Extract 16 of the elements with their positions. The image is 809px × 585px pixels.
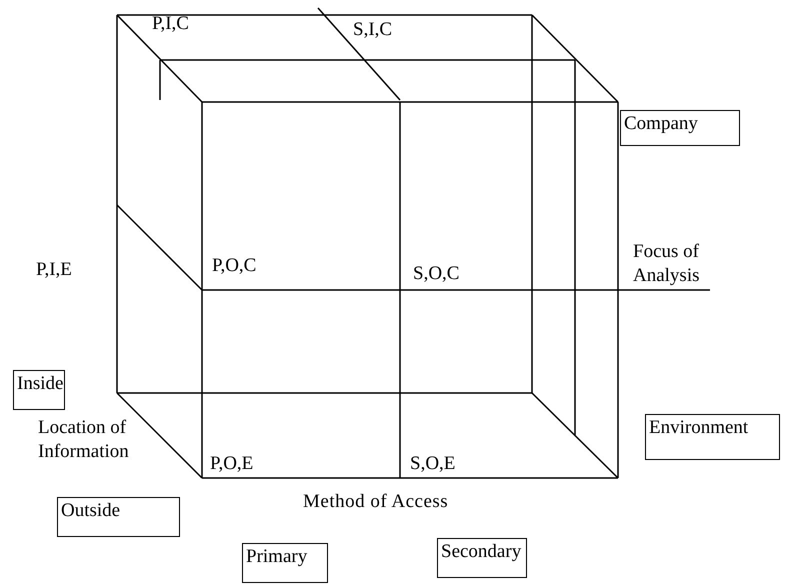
category-label: Inside [17,373,64,394]
axis-title: Focus of Analysis [633,240,700,288]
category-label: Environment [649,417,748,438]
category-label: Company [624,113,698,134]
cell-label: S,O,C [413,262,460,286]
category-label: Outside [61,500,120,521]
axis-title: Method of Access [303,490,448,514]
category-label: Primary [246,546,308,567]
category-label: Secondary [441,541,522,562]
cell-label: P,O,E [210,452,254,476]
cell-label: P,I,E [36,258,72,282]
axis-title: Location of Information [38,416,130,464]
cell-label: P,O,C [212,254,256,278]
cell-label: S,I,C [353,18,392,42]
cell-label: P,I,C [152,12,189,36]
cell-label: S,O,E [410,452,456,476]
